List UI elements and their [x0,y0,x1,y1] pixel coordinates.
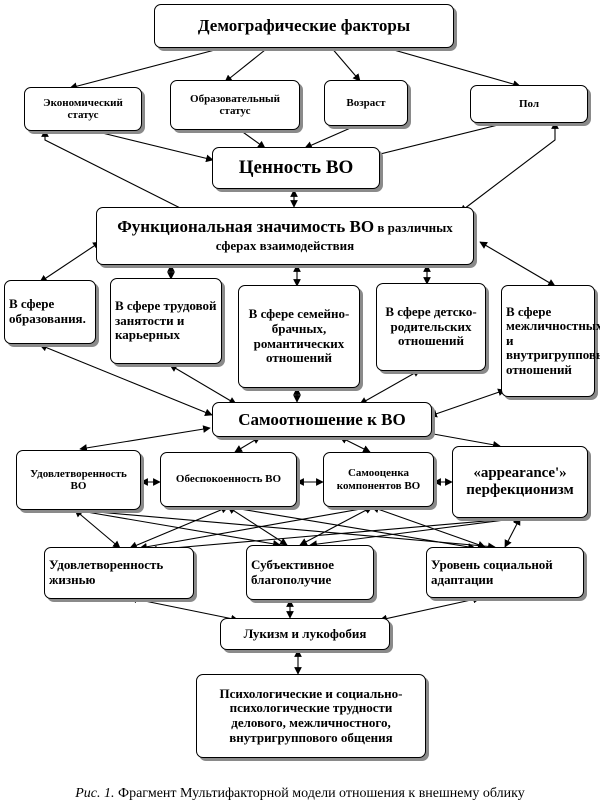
node-lookism: Лукизм и лукофобия [220,618,390,650]
node-sphere-parent: В сфере детско-родительских отношений [376,283,486,371]
node-economic-status: Экономический статус [24,87,142,131]
functional-rest-text: в различных сферах взаимодействия [215,220,453,253]
node-demographic-factors: Демографические факторы [154,4,454,48]
node-communication-difficulties: Психологические и социально-психологичес… [196,674,426,758]
node-functional-significance: Функциональная значимость ВО в различных… [96,207,474,265]
caption-text: Фрагмент Мультифакторной модели отношени… [114,786,525,801]
node-sphere-family: В сфере семейно-брачных, романтических о… [238,285,360,388]
node-social-adaptation: Уровень социальной адаптации [426,547,584,598]
functional-main-text: Функциональная значимость ВО [117,217,375,237]
node-sex: Пол [470,85,588,123]
node-sphere-interpersonal: В сфере межличностных и внутригрупповых … [501,285,600,397]
node-age: Возраст [324,80,408,126]
node-anxiety-bo: Обеспокоенность ВО [160,452,297,507]
node-education-status: Образовательный статус [170,80,300,130]
node-subjective-wellbeing: Субъективное благополучие [246,545,374,600]
node-sphere-work: В сфере трудовой занятости и карьерных [110,278,222,364]
caption-label: Рис. 1. [75,786,115,801]
node-sphere-education: В сфере образования. [4,280,96,344]
figure-caption: Рис. 1. Фрагмент Мультифакторной модели … [0,786,600,802]
node-self-attitude: Самоотношение к ВО [212,402,432,437]
node-satisfaction-bo: Удовлетворенность ВО [16,450,141,510]
node-life-satisfaction: Удовлетворенность жизнью [44,547,194,599]
node-appearance-perfectionism: «appearance'» перфекционизм [452,446,588,518]
node-self-esteem-components: Самооценка компонентов ВО [323,452,434,507]
node-value-bo: Ценность ВО [212,147,380,189]
